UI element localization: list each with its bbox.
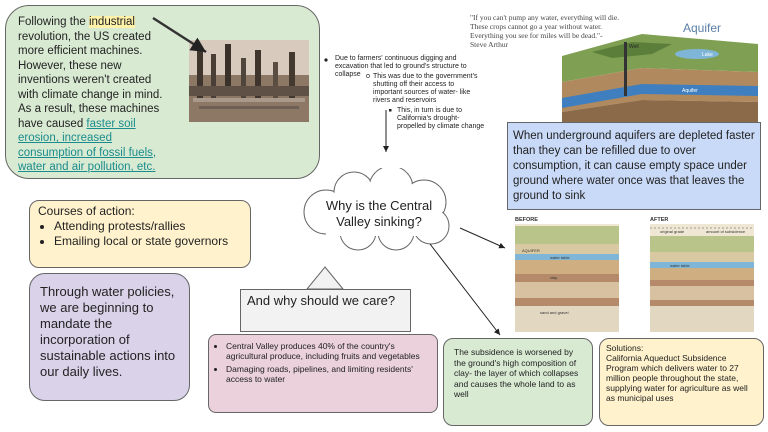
- steve-arthur-quote: "If you can't pump any water, everything…: [470, 13, 620, 49]
- solutions-text: California Aqueduct Subsidence Program w…: [606, 353, 748, 403]
- policies-box: [29, 273, 190, 401]
- before-clay-label: clay: [550, 275, 557, 280]
- arrow-to-subsidence: [429, 243, 501, 336]
- subsidence-text: The subsidence is worsened by the ground…: [454, 347, 579, 399]
- central-question: Why is the Central Valley sinking?: [325, 198, 433, 229]
- lake-label: Lake: [702, 52, 713, 58]
- farmers-note: Due to farmers' continuous digging and e…: [335, 55, 467, 78]
- arrow-to-factory: [152, 16, 207, 54]
- aquifer-title: Aquifer: [683, 21, 722, 35]
- question-cloud: [303, 168, 450, 251]
- government-note: This was due to the government's shuttin…: [373, 73, 478, 104]
- arrow-to-diagram: [459, 227, 506, 249]
- courses-content: Courses of action: Attending protests/ra…: [38, 204, 248, 249]
- after-panel: [650, 224, 754, 332]
- produce-box: [208, 334, 438, 413]
- produce-list: Central Valley produces 40% of the count…: [213, 341, 435, 384]
- original-grade-label: original grade: [660, 229, 685, 234]
- after-label: AFTER: [650, 217, 668, 223]
- why-care-text: And why should we care?: [247, 293, 396, 308]
- revolution-highlight: industrial: [88, 16, 135, 28]
- before-water-table-label: water table: [550, 255, 570, 260]
- policies-text: Through water policies, we are beginning…: [40, 284, 176, 379]
- revolution-text-pre: Following the: [18, 16, 89, 28]
- courses-box: [29, 200, 251, 268]
- before-aquifer-label: AQUIFER: [522, 248, 540, 253]
- produce-content: Central Valley produces 40% of the count…: [213, 341, 435, 384]
- course-item: Attending protests/rallies: [54, 219, 248, 234]
- aquifer-box: [507, 122, 761, 210]
- solutions-title: Solutions:: [606, 343, 644, 353]
- revolution-text: Following the industrial revolution, the…: [18, 15, 170, 175]
- solutions-content: Solutions: California Aqueduct Subsidenc…: [606, 343, 758, 403]
- solutions-box: [599, 338, 764, 426]
- after-water-table-label: water table: [670, 263, 690, 268]
- produce-item: Central Valley produces 40% of the count…: [226, 341, 435, 361]
- drought-note: This, in turn is due to California's dro…: [397, 107, 485, 130]
- before-panel: [515, 224, 619, 332]
- course-item: Emailing local or state governors: [54, 234, 248, 249]
- factory-photo: [189, 40, 309, 122]
- produce-item: Damaging roads, pipelines, and limiting …: [226, 364, 435, 384]
- aquifer-label: Aquifer: [682, 88, 698, 94]
- well-label: Well: [629, 44, 639, 50]
- aquifer-text: When underground aquifers are depleted f…: [513, 130, 755, 202]
- revolution-link[interactable]: faster soil erosion, increased consumpti…: [18, 117, 157, 174]
- bullet-marker: [366, 74, 370, 78]
- courses-title: Courses of action:: [38, 204, 135, 218]
- bullet-marker: [324, 58, 328, 62]
- before-sand-label: sand and gravel: [540, 310, 569, 315]
- amount-subsidence-label: amount of subsidence: [706, 229, 746, 234]
- courses-list: Attending protests/rallies Emailing loca…: [38, 219, 248, 249]
- revolution-text-post: revolution, the US created more efficien…: [18, 30, 163, 130]
- up-arrow-icon: [305, 266, 345, 290]
- bullet-marker: [389, 109, 392, 112]
- subsidence-before-after: BEFORE AFTER AQUIFER water table clay sa…: [515, 217, 754, 332]
- why-care-box: [240, 289, 411, 332]
- before-label: BEFORE: [515, 217, 538, 223]
- subsidence-box: [443, 338, 593, 426]
- aquifer-illustration: Lake Aquifer Well: [562, 34, 758, 124]
